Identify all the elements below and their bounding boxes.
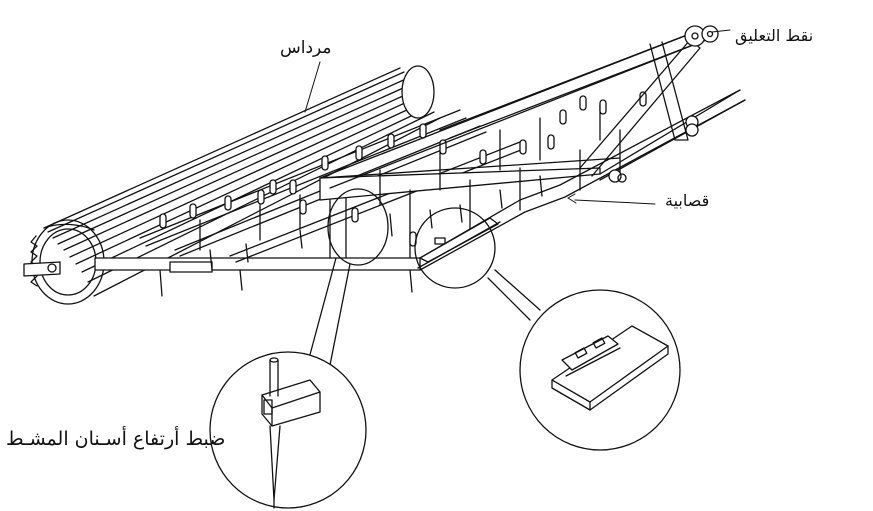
label-roller: مرداس (280, 38, 332, 58)
label-hitch-points: نقط التعليق (735, 26, 814, 45)
label-tine-height-adjustment: ضبط أرتفاع أسـنان المشـط (6, 428, 226, 450)
tine-detail-callout (209, 188, 389, 509)
leader-lines (304, 29, 731, 205)
harrow-spikes (159, 175, 543, 297)
leveling-blade (417, 217, 501, 269)
blade-detail-callout (414, 207, 681, 451)
label-leveling-blade: قصابية (665, 191, 710, 210)
hitch-assembly (319, 25, 746, 189)
roller-drum (23, 65, 441, 305)
